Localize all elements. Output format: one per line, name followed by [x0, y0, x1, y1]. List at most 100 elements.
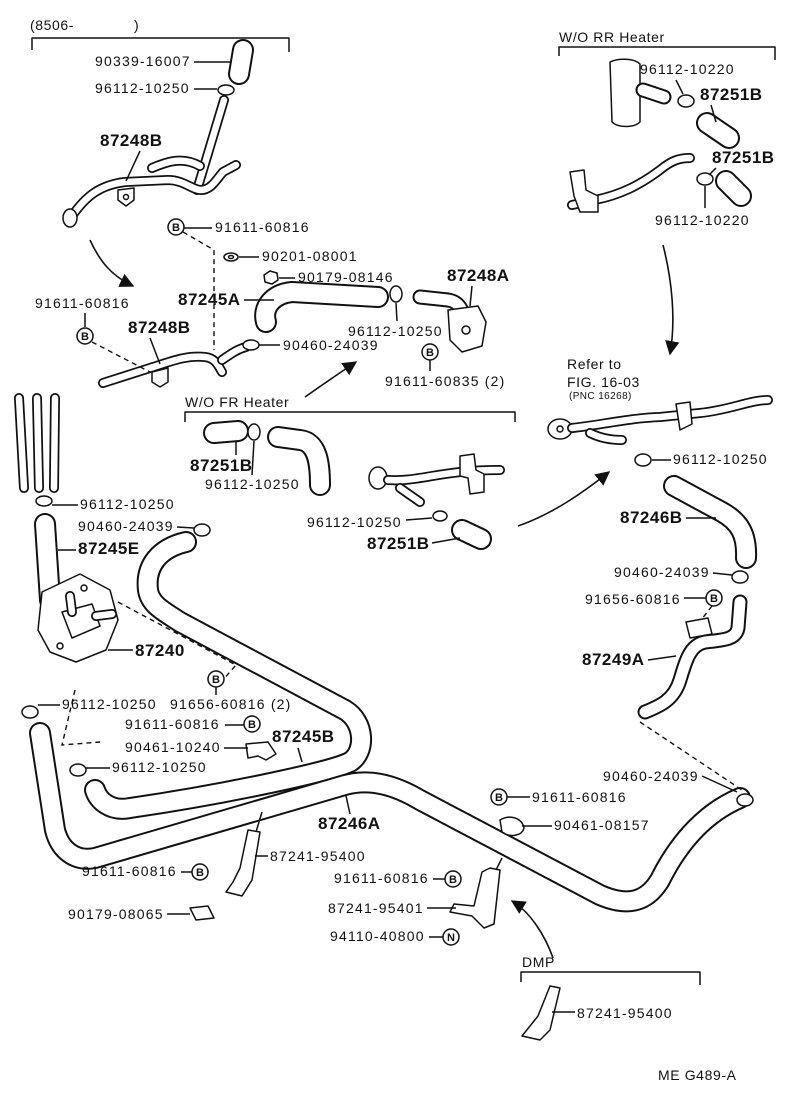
symbol-letter: B [172, 222, 180, 234]
label-87248a: 87248A [447, 266, 510, 285]
label-87245e: 87245E [78, 539, 140, 558]
valve-port-top-core [66, 592, 76, 616]
pipe-left-1-core [15, 394, 28, 492]
cap-90339-16007-core [230, 41, 252, 83]
nut-symbol-n: N [442, 928, 460, 946]
pipe-vertical-top-core [193, 96, 228, 194]
bracket-right-pipe [675, 401, 693, 431]
pipe-87248b-top-core [68, 161, 240, 220]
plate-87248a [447, 305, 487, 353]
hose-87245b-core [86, 533, 371, 818]
leader-96112-fr-1 [251, 440, 255, 476]
washer-90201 [223, 252, 239, 262]
label-91611-60816-clip: 91611-60816 [125, 716, 220, 732]
bolt-symbol-b-clip2: B [490, 788, 508, 806]
label-90461-10240: 90461-10240 [125, 739, 221, 755]
clamp-right-3 [736, 793, 754, 807]
pipe-right-core [568, 396, 772, 432]
label-90460-24039-right: 90460-24039 [614, 564, 710, 580]
clamp-left-1 [35, 495, 53, 507]
section-bracket-8506 [31, 37, 290, 52]
bracket-rr [569, 169, 599, 213]
label-91611-60816-bracket2: 91611-60816 [334, 870, 429, 886]
leader-87251b-rr-1 [710, 104, 717, 123]
label-90339-16007: 90339-16007 [95, 53, 191, 69]
label-87248b-top: 87248B [100, 131, 163, 150]
label-90179-08146: 90179-08146 [298, 269, 394, 285]
pipe-right-branch-core [586, 429, 626, 444]
clip-90461-10240 [245, 741, 277, 761]
leader-87248b-lower [149, 337, 161, 365]
valve-87240 [37, 573, 119, 663]
symbol-circle [76, 327, 94, 345]
label-94110-40800: 94110-40800 [330, 928, 425, 944]
range-close-label: ) [134, 17, 139, 33]
label-90179-08065: 90179-08065 [68, 906, 164, 922]
bracket-87241-95400-stem [255, 811, 263, 833]
label-87241-95400-dmp: 87241-95400 [577, 1005, 673, 1021]
label-90461-08157: 90461-08157 [554, 817, 650, 833]
label-91611-60816-bracket1: 91611-60816 [82, 863, 177, 879]
clamp-right-2 [731, 570, 749, 584]
symbol-letter: B [710, 593, 718, 605]
label-96112-10250-fr-1: 96112-10250 [205, 476, 300, 492]
label-96112-10250-left-3: 96112-10250 [62, 696, 157, 712]
leader-87251b-fr-2 [431, 537, 461, 544]
label-87251b-fr-2: 87251B [367, 534, 430, 553]
clamp-top [217, 84, 235, 96]
clamp-mid [389, 285, 403, 303]
label-96112-10250-mid: 96112-10250 [348, 323, 443, 339]
label-96112-10250-top: 96112-10250 [95, 80, 190, 96]
label-87246b: 87246B [620, 508, 683, 527]
leader-lines [38, 61, 738, 1013]
valve-hole-2 [56, 642, 64, 650]
plate-hole [461, 325, 471, 335]
symbol-circle [442, 928, 460, 946]
hose-87245e-core [36, 515, 59, 609]
label-87248b-lower: 87248B [128, 318, 191, 337]
leader-87249a [647, 655, 677, 661]
figure-code: ME G489-A [658, 1067, 737, 1083]
label-96112-10220-rr-2: 96112-10220 [655, 212, 750, 228]
range-open-label: (8506- [30, 17, 74, 33]
bracket-fr [459, 453, 485, 495]
label-96112-10250-left-4: 96112-10250 [112, 759, 207, 775]
label-96112-10250-left-1: 96112-10250 [80, 496, 175, 512]
label-90201-08001: 90201-08001 [262, 248, 358, 264]
clamp-left-2 [193, 523, 211, 537]
bolt-symbol-b-top: B [167, 218, 185, 236]
nut-90179-08065 [189, 905, 215, 921]
dashed-valve-line-lower [61, 689, 101, 746]
clamp-rr-1 [677, 94, 695, 108]
clamp-rr-2 [696, 172, 714, 186]
bolt-symbol-b-plate: B [421, 343, 439, 361]
label-96112-10250-right: 96112-10250 [673, 451, 768, 467]
wo-fr-heater-label: W/O FR Heater [185, 394, 289, 410]
hose-87246a-core [31, 724, 749, 911]
refer-to-label: Refer to [567, 356, 622, 372]
section-bracket-wo-rr-heater [558, 46, 776, 60]
bracket-line-wo-fr [184, 411, 516, 422]
hose-87251b-fr-1-core [205, 422, 247, 442]
label-91611-60835: 91611-60835 (2) [385, 373, 505, 389]
pipe-ferrule-top [62, 208, 78, 228]
hose-87251b-rr-2-core [717, 172, 750, 205]
pipe-left-2-core [33, 394, 43, 492]
symbol-circle [207, 670, 225, 688]
arrow-rr-down [662, 244, 680, 356]
bolt-symbol-b-bracket2: B [444, 870, 462, 888]
leader-87246a [345, 795, 351, 815]
clamp-left-3 [21, 705, 39, 719]
symbol-letter: B [196, 867, 204, 879]
bracket-line-wo-rr [558, 46, 776, 60]
hose-elbow-fr-core [269, 428, 329, 494]
symbol-letter: B [426, 347, 434, 359]
bolt-symbol-b-right: B [705, 589, 723, 607]
arrow-top-left [89, 239, 135, 287]
clip-90461-08157 [499, 816, 525, 837]
symbol-circle [191, 863, 209, 881]
symbol-circle [444, 870, 462, 888]
symbol-letter: B [495, 792, 503, 804]
label-96112-10250-fr-2: 96112-10250 [307, 514, 402, 530]
